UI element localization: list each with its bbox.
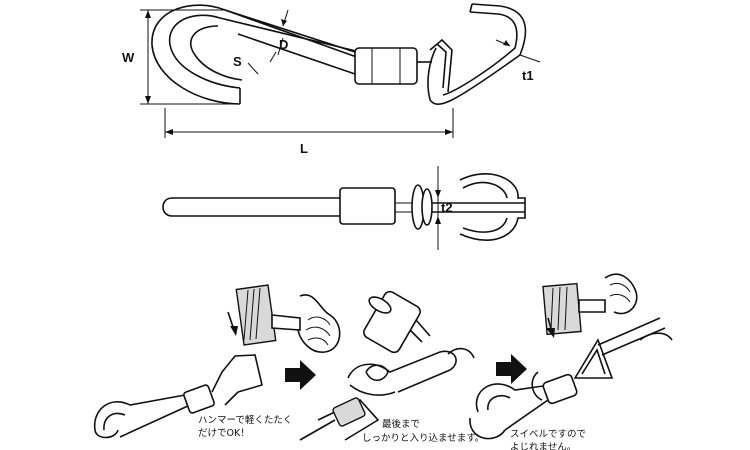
dimension-t1: t1: [495, 39, 541, 83]
sleeve-top: [339, 187, 396, 225]
label-w: W: [122, 50, 135, 65]
step3-illustration: スイベルですので よじれません。: [469, 273, 673, 450]
label-d: D: [279, 37, 288, 52]
step1-illustration: ハンマーで軽くたたく だけでOK！: [93, 284, 341, 439]
label-t1: t1: [522, 68, 534, 83]
step1-text-line1: ハンマーで軽くたたく: [198, 415, 292, 426]
pliers-icon: [347, 350, 457, 393]
step2-text-line2: しっかりと入り込ませます。: [362, 433, 484, 444]
sleeve: [354, 47, 418, 85]
label-t2: t2: [441, 200, 453, 215]
hammer-icon: [542, 282, 582, 336]
hammer-icon: [235, 284, 277, 346]
step3-text-line1: スイベルですので: [510, 429, 586, 440]
dimension-t2: t2: [435, 166, 453, 250]
label-s: S: [233, 54, 242, 69]
dimension-w: W: [122, 9, 240, 105]
hook-side-view: [151, 3, 527, 106]
step3-text-line2: よじれません。: [510, 442, 576, 450]
dimension-l: L: [164, 108, 454, 156]
hand-icon: [604, 273, 638, 315]
step2-illustration: 最後まで しっかりと入り込ませます。: [299, 290, 484, 444]
hand-icon: [297, 294, 341, 353]
step1-text-line2: だけでOK！: [198, 428, 250, 439]
label-l: L: [300, 141, 308, 156]
dimension-d: D: [277, 9, 289, 56]
hook-top-view: [162, 173, 526, 241]
step2-text-line1: 最後まで: [382, 418, 420, 430]
arrow-right-icon: [496, 354, 527, 384]
arrow-right-icon: [285, 360, 316, 390]
dimension-s: S: [233, 51, 277, 75]
